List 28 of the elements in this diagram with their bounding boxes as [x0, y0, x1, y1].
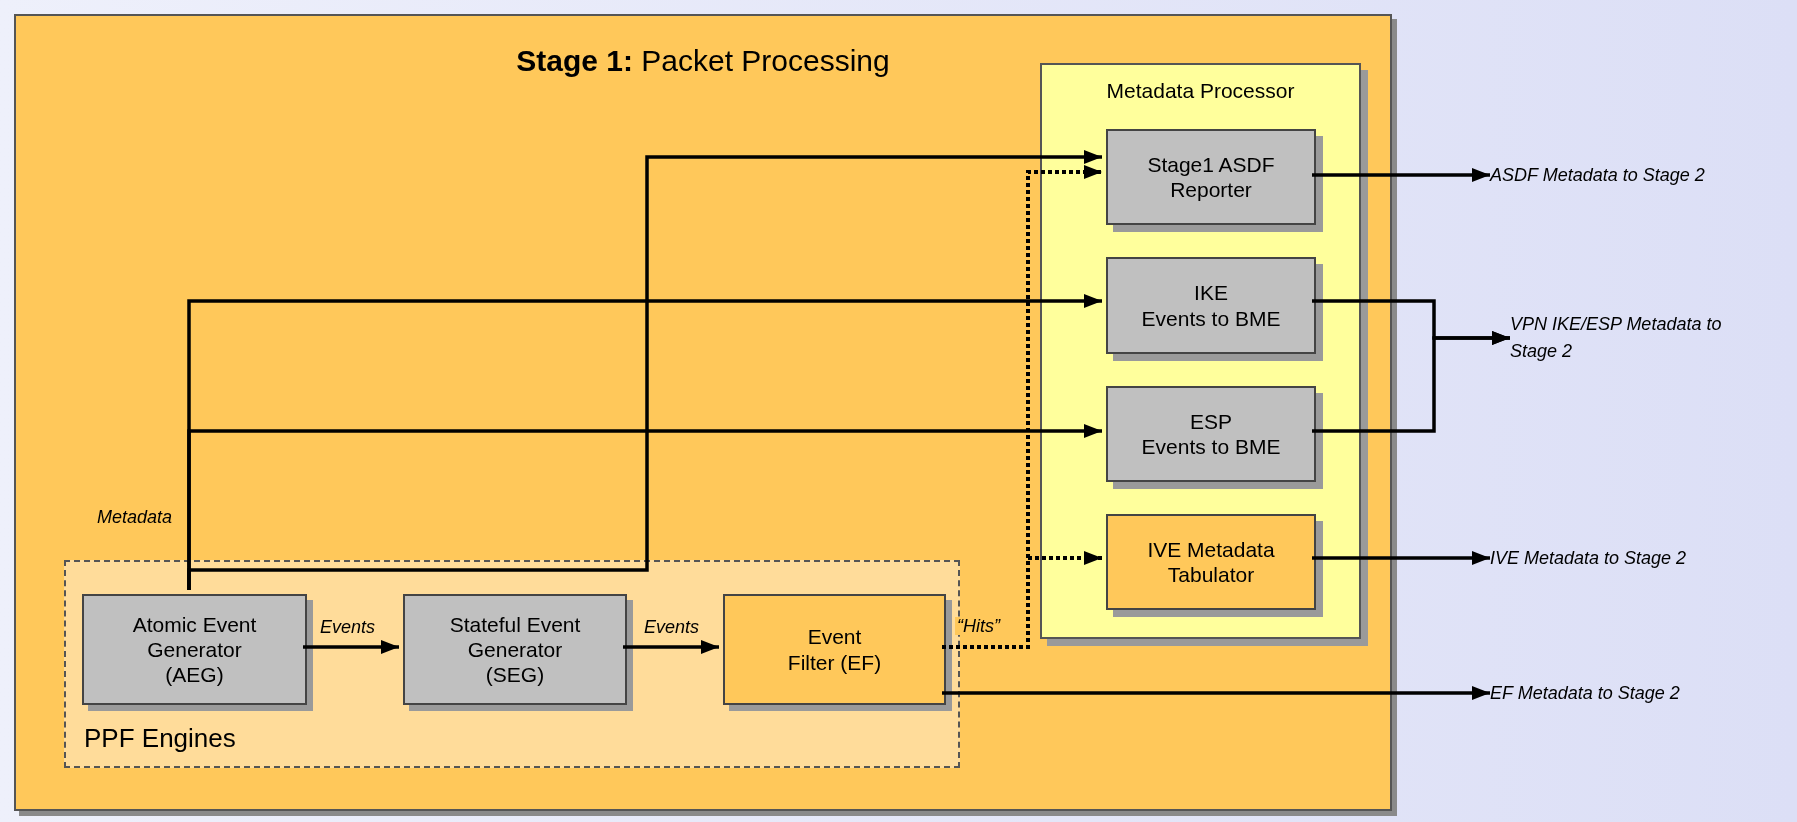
arrow	[1312, 331, 1510, 433]
line-label: Metadata	[97, 508, 173, 526]
box-label: IKE	[1194, 280, 1228, 306]
output-label: EF Metadata to Stage 2	[1490, 681, 1680, 705]
box-label: ESP	[1190, 408, 1232, 434]
box-label: Stage1 ASDF Reporter	[1146, 151, 1276, 203]
group-label: PPF Engines	[84, 722, 236, 755]
arrow	[623, 640, 719, 654]
output-label: ASDF Metadata to Stage 2	[1490, 163, 1705, 187]
box-label: Events to BME	[1141, 434, 1281, 460]
arrow	[1312, 168, 1490, 182]
arrow	[1312, 551, 1490, 565]
edge-label: Events	[642, 618, 702, 636]
edge-label: Events	[318, 618, 378, 636]
box-label: Stateful Event Generator (SEG)	[448, 611, 582, 688]
panel-title: Stage 1: Packet Processing	[515, 43, 891, 79]
box-label: Atomic Event Generator (AEG)	[131, 611, 258, 688]
engines-group	[64, 560, 960, 768]
output-label: VPN IKE/ESP Metadata to Stage 2	[1510, 313, 1723, 363]
output-label: IVE Metadata to Stage 2	[1490, 546, 1687, 570]
panel-title: Metadata Processor	[1105, 78, 1296, 104]
arrow	[187, 424, 1102, 590]
edge-label: “Hits”	[955, 617, 1002, 635]
box-label: IVE Metadata Tabulator	[1146, 536, 1276, 588]
arrow	[942, 686, 1490, 700]
arrow	[303, 640, 399, 654]
box-label: Event Filter (EF)	[786, 624, 883, 675]
box-label: Events to BME	[1141, 305, 1281, 331]
